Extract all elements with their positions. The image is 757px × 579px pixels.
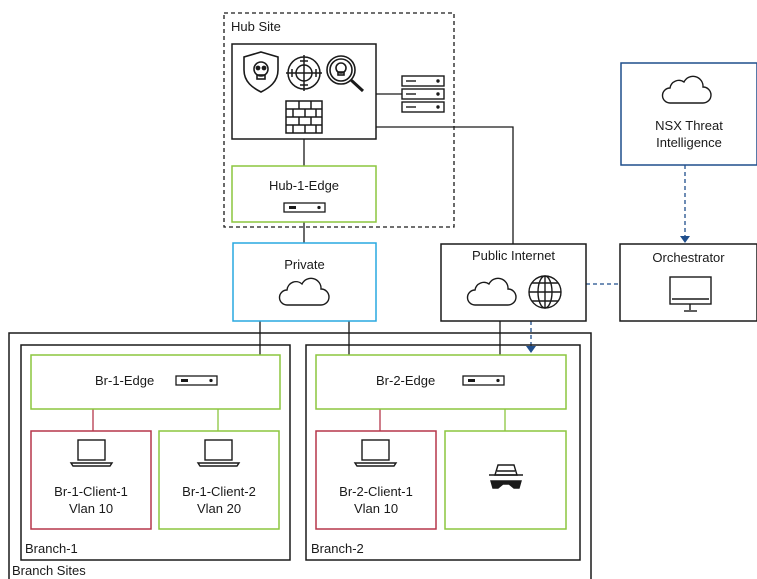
br1-edge-box — [30, 354, 281, 410]
hub-edge-label: Hub-1-Edge — [268, 178, 340, 193]
br2-edge-label: Br-2-Edge — [376, 373, 436, 388]
br2-edge-box — [315, 354, 567, 410]
private-network-box — [232, 242, 377, 322]
shield-skull-icon — [243, 51, 279, 93]
laptop-icon — [353, 439, 398, 467]
edge-device-icon — [462, 375, 505, 386]
connectors — [259, 93, 514, 355]
br1-client1-box — [30, 430, 152, 530]
laptop-icon — [196, 439, 241, 467]
edge-device-icon — [175, 375, 218, 386]
dashed-links — [530, 165, 686, 347]
globe-icon — [528, 275, 562, 309]
br2-client1-name: Br-2-Client-1 — [339, 484, 413, 499]
br1-edge-label: Br-1-Edge — [95, 373, 155, 388]
branch2-boundary — [305, 344, 581, 561]
br1-client2-box — [158, 430, 280, 530]
br1-client2-vlan: Vlan 20 — [196, 501, 242, 516]
colored-links — [92, 409, 506, 431]
cloud-icon — [466, 277, 517, 306]
branch-sites-boundary — [8, 332, 592, 579]
hub-site-boundary — [223, 12, 455, 228]
br1-client1-name: Br-1-Client-1 — [54, 484, 128, 499]
monitor-icon — [669, 276, 712, 312]
arrowhead-branch2 — [526, 346, 536, 353]
public-internet-label: Public Internet — [471, 248, 556, 263]
edge-device-icon — [283, 202, 326, 213]
nsx-label-line1: NSX Threat — [655, 118, 723, 133]
orchestrator-box — [619, 243, 757, 322]
cloud-icon — [661, 75, 712, 104]
orchestrator-label: Orchestrator — [652, 250, 725, 265]
branch1-label: Branch-1 — [25, 541, 78, 556]
branch1-boundary — [20, 344, 291, 561]
cloud-icon — [278, 277, 330, 306]
firewall-icon — [285, 100, 323, 134]
br2-client1-vlan: Vlan 10 — [353, 501, 399, 516]
crosshair-icon — [286, 55, 322, 91]
arrowhead-orchestrator — [680, 236, 690, 243]
hub-site-label: Hub Site — [231, 19, 281, 34]
br2-client1-box — [315, 430, 437, 530]
hacker-box — [444, 430, 567, 530]
private-label: Private — [284, 257, 325, 272]
laptop-icon — [69, 439, 114, 467]
br1-client2-name: Br-1-Client-2 — [182, 484, 256, 499]
nsx-label-line2: Intelligence — [656, 135, 722, 150]
hub-edge-box — [231, 165, 377, 223]
branch2-label: Branch-2 — [311, 541, 364, 556]
nsx-threat-intelligence-box — [620, 62, 757, 166]
branch-sites-label: Branch Sites — [12, 563, 86, 578]
server-rack-icon — [401, 75, 445, 113]
magnifier-skull-icon — [326, 55, 365, 93]
hacker-icon — [489, 464, 523, 489]
public-internet-box — [440, 243, 587, 322]
br1-client1-vlan: Vlan 10 — [68, 501, 114, 516]
